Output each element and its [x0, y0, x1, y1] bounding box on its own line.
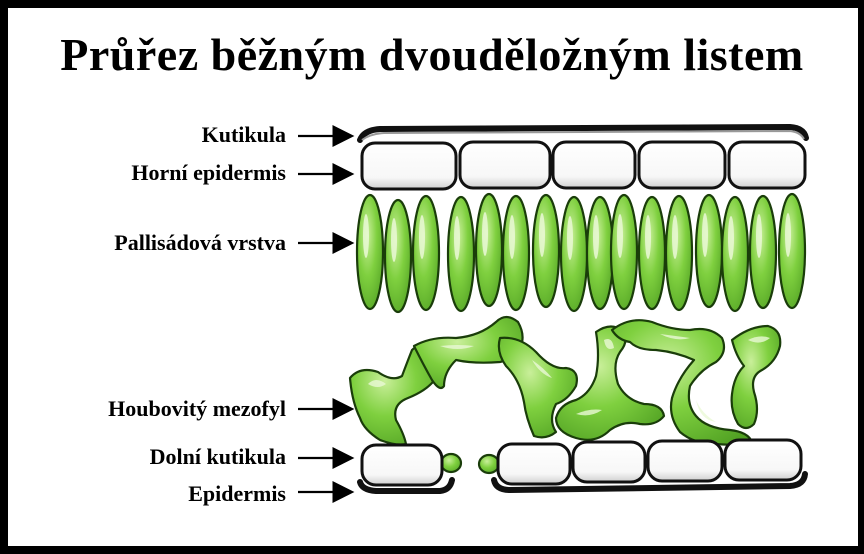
upper-epidermis-cell	[553, 142, 635, 188]
palisade-cell	[696, 195, 722, 307]
lower-epidermis-cell	[648, 441, 722, 481]
palisade-cell	[385, 200, 411, 312]
palisade-cell	[611, 195, 637, 309]
upper-epidermis-cell	[729, 142, 805, 188]
palisade-cell	[666, 196, 692, 310]
palisade-cell	[413, 196, 439, 310]
palisade-cell	[561, 197, 587, 311]
lower-epidermis-cell	[573, 442, 645, 482]
palisade-cell	[750, 196, 776, 308]
palisade-cell	[357, 195, 383, 309]
lower-epidermis-cell	[725, 440, 801, 480]
palisade-cell	[476, 194, 502, 306]
palisade-cell	[448, 197, 474, 311]
palisade-cell	[587, 197, 613, 309]
palisade-cell	[779, 194, 805, 308]
upper-epidermis-cell	[460, 142, 550, 188]
guard-cell	[441, 454, 461, 472]
upper-epidermis-cell	[362, 143, 456, 189]
lower-epidermis-cell	[498, 444, 570, 484]
palisade-cell	[503, 196, 529, 310]
palisade-cell	[639, 197, 665, 309]
guard-cell	[479, 455, 499, 473]
upper-epidermis-cell	[639, 142, 725, 188]
palisade-cell	[533, 195, 559, 307]
lower-epidermis-cell	[362, 445, 442, 485]
label-arrows	[298, 136, 350, 492]
palisade-cell	[722, 197, 748, 311]
palisade-layer	[357, 194, 805, 312]
upper-epidermis	[362, 142, 805, 189]
lower-epidermis	[362, 440, 801, 485]
